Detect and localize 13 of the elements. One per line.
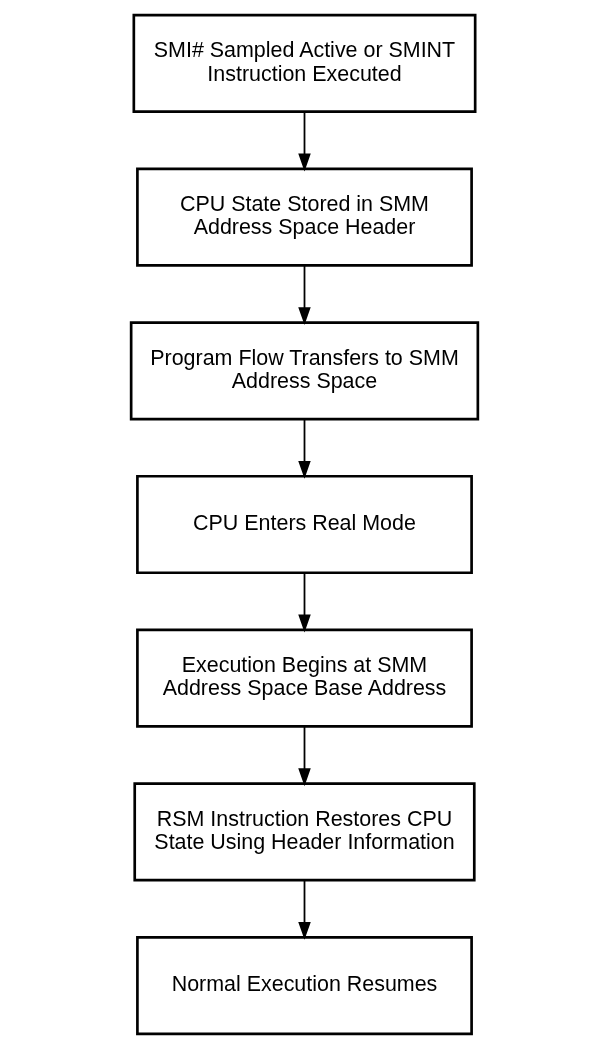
arrow [298, 418, 311, 479]
node-box: RSM Instruction Restores CPU State Using Header Information [133, 782, 476, 882]
node-box: Program Flow Transfers to SMM Address Space [129, 321, 480, 421]
arrow [298, 879, 311, 940]
node-box: SMI# Sampled Active or SMINT Instruction Executed [132, 13, 477, 113]
arrow [298, 572, 311, 633]
arrow [298, 264, 311, 326]
node-box: CPU Enters Real Mode [136, 474, 473, 575]
arrow [298, 725, 311, 787]
node-box: CPU State Stored in SMM Address Space Header [136, 167, 473, 267]
node-box: Execution Begins at SMM Address Space Base Address [136, 628, 473, 728]
node-box: Normal Execution Resumes [136, 936, 473, 1036]
arrow [298, 111, 311, 172]
